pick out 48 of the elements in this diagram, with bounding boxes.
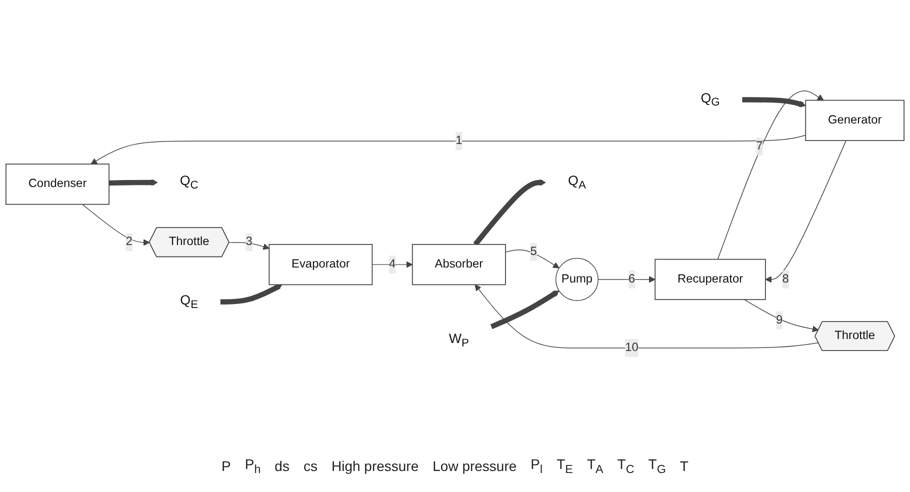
axis-label: P$_{l}$ — [530, 456, 543, 476]
node-text: Q$_{G}$ — [700, 90, 720, 109]
arrow — [90, 134, 806, 164]
arrow — [744, 299, 819, 332]
node-text: Q$_{C}$ — [180, 173, 198, 192]
node-text: Q$_{E}$ — [180, 292, 198, 311]
axis-label: ds — [274, 458, 290, 474]
edge-label: 2 — [126, 235, 132, 248]
node-box: Generator — [805, 100, 904, 141]
edge-label: 5 — [530, 245, 537, 258]
arrow — [717, 90, 824, 260]
axis-label: High pressure — [331, 458, 419, 474]
axis-label: P — [222, 458, 231, 474]
arrow — [598, 276, 656, 283]
arrow — [228, 242, 270, 250]
edge-label: 9 — [776, 313, 783, 326]
axis-label: T$_{G}$ — [648, 456, 666, 476]
axis-label: T$_{E}$ — [556, 456, 573, 476]
node-box: Recuperator — [654, 258, 766, 300]
arrow — [742, 96, 806, 108]
axis-label: T — [680, 458, 688, 474]
node-text: Q$_{A}$ — [568, 173, 586, 192]
axis-label: cs — [303, 458, 318, 474]
edge-label: 3 — [246, 235, 252, 248]
arrow — [82, 204, 150, 246]
arrow — [490, 290, 560, 329]
edge-label: 6 — [628, 272, 636, 286]
edge-label: 7 — [756, 140, 763, 152]
axis-label: T$_{C}$ — [617, 456, 634, 476]
arrow — [505, 249, 560, 268]
axis-label: Low pressure — [432, 458, 517, 474]
arrow — [474, 284, 819, 348]
arrow — [473, 179, 546, 246]
axis-label: T$_{A}$ — [586, 456, 604, 476]
arrow — [372, 261, 413, 268]
node-box: Absorber — [412, 244, 506, 285]
node-circle: Pump — [555, 258, 599, 301]
edge-label: 1 — [456, 134, 462, 147]
node-box: Condenser — [6, 163, 110, 205]
arrow — [108, 179, 158, 186]
arrow — [220, 284, 282, 304]
node-text: W$_{P}$ — [448, 331, 470, 350]
edge-label: 10 — [625, 341, 638, 354]
edge-label: 4 — [388, 258, 396, 270]
axis-label: P$_{h}$ — [244, 456, 261, 476]
arrow — [765, 140, 846, 283]
node-box: Evaporator — [268, 244, 373, 285]
edge-label: 8 — [782, 272, 789, 286]
